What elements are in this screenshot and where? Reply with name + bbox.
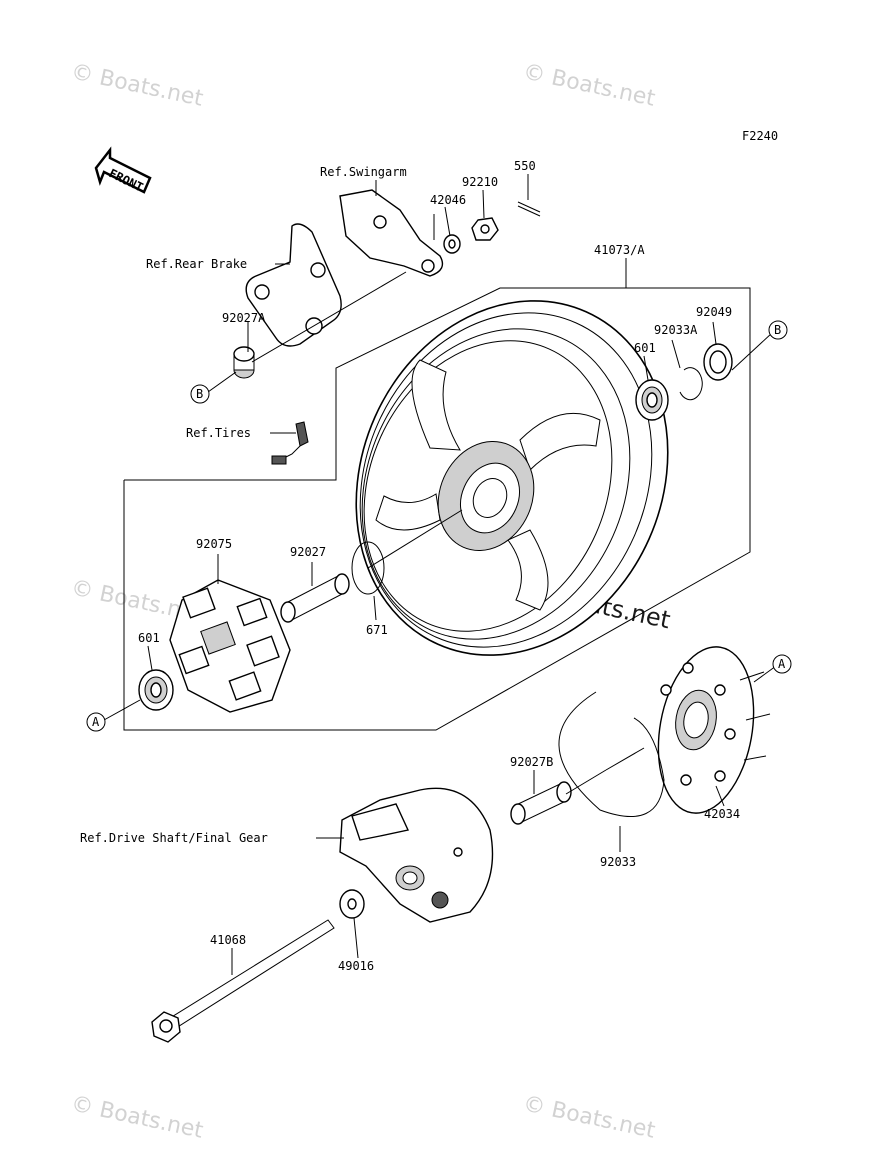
watermark-top-right: © Boats.net [521, 59, 658, 111]
collar-92027a [233, 346, 255, 379]
label-92049: 92049 [696, 305, 732, 319]
callout-b-right-text: B [774, 323, 781, 337]
label-ref-tires: Ref.Tires [186, 426, 251, 440]
callout-a-left: A [86, 712, 106, 732]
circlip-92033a [679, 367, 703, 401]
label-ref-rear-brake: Ref.Rear Brake [146, 257, 247, 271]
callout-a-right: A [772, 654, 792, 674]
circlip-92033 [558, 691, 665, 817]
label-ref-swingarm: Ref.Swingarm [320, 165, 407, 179]
axle-41068 [151, 919, 335, 1043]
front-arrow-icon [94, 146, 152, 194]
label-41068: 41068 [210, 933, 246, 947]
rear-brake-bracket [245, 223, 342, 347]
part-labels: Ref.Swingarm Ref.Rear Brake Ref.Tires Re… [80, 159, 740, 973]
o-ring-671 [351, 541, 385, 595]
label-550: 550 [514, 159, 536, 173]
label-92210: 92210 [462, 175, 498, 189]
final-gear-case [339, 787, 494, 923]
label-49016: 49016 [338, 959, 374, 973]
leader-lines [103, 174, 777, 975]
watermark-top-left: © Boats.net [69, 59, 206, 111]
label-92033: 92033 [600, 855, 636, 869]
hub-flange-42034 [657, 646, 771, 814]
label-671: 671 [366, 623, 388, 637]
tire-valve [271, 421, 309, 465]
watermark-bottom-right: © Boats.net [521, 1091, 658, 1143]
swingarm-ref [339, 189, 444, 277]
damper-92075 [169, 579, 291, 713]
axle-hardware-top [433, 201, 541, 254]
label-601-left: 601 [138, 631, 160, 645]
label-42034: 42034 [704, 807, 740, 821]
label-601-top: 601 [634, 341, 656, 355]
callout-b-left-text: B [196, 387, 203, 401]
label-92075: 92075 [196, 537, 232, 551]
label-92027b: 92027B [510, 755, 553, 769]
bearing-601-top [635, 379, 669, 421]
callout-b-left: B [190, 384, 210, 404]
collar-92027 [280, 573, 350, 623]
label-92033a: 92033A [654, 323, 698, 337]
label-41073a: 41073/A [594, 243, 645, 257]
collar-92027b [510, 781, 572, 825]
callout-b-right: B [768, 320, 788, 340]
diagram-code: F2240 [742, 129, 778, 143]
bearing-601-left [138, 669, 174, 711]
label-92027: 92027 [290, 545, 326, 559]
wheel-group-box [123, 287, 751, 731]
rear-wheel [355, 300, 669, 656]
callout-a-left-text: A [92, 715, 100, 729]
label-42046: 42046 [430, 193, 466, 207]
label-92027a: 92027A [222, 311, 266, 325]
watermark-bottom-left: © Boats.net [69, 1091, 206, 1143]
front-arrow: FRONT [94, 146, 152, 195]
label-ref-drive-shaft: Ref.Drive Shaft/Final Gear [80, 831, 268, 845]
callout-a-right-text: A [778, 657, 786, 671]
washer-49016 [339, 889, 365, 919]
seal-92049 [703, 343, 733, 381]
